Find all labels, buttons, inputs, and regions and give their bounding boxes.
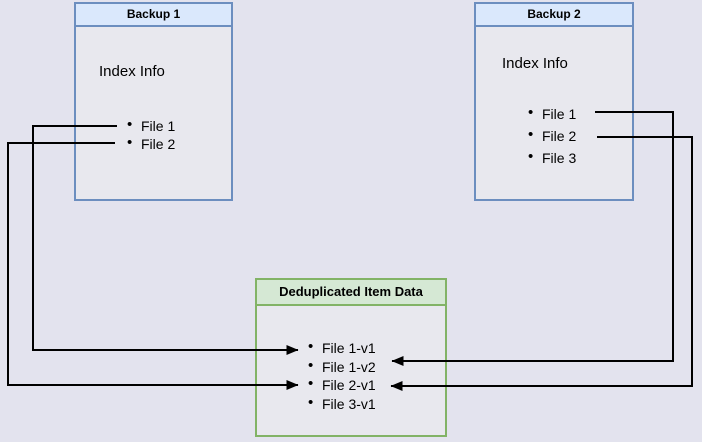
backup2-subtitle: Index Info	[502, 55, 568, 72]
backup1-file-list: File 1 File 2	[127, 116, 175, 153]
backup1-subtitle: Index Info	[99, 63, 165, 80]
list-item: File 2-v1	[308, 375, 376, 395]
dedup-title: Deduplicated Item Data	[257, 280, 445, 306]
dedup-box: Deduplicated Item Data File 1-v1 File 1-…	[255, 278, 447, 437]
list-item: File 3-v1	[308, 394, 376, 414]
list-item: File 3	[528, 146, 576, 169]
list-item: File 2	[127, 134, 175, 153]
dedup-item-list: File 1-v1 File 1-v2 File 2-v1 File 3-v1	[308, 338, 376, 414]
backup2-file-list: File 1 File 2 File 3	[528, 102, 576, 169]
list-item: File 1-v2	[308, 357, 376, 377]
list-item: File 1-v1	[308, 338, 376, 358]
list-item: File 1	[127, 116, 175, 135]
backup2-box: Backup 2 Index Info File 1 File 2 File 3	[474, 2, 634, 201]
backup1-title: Backup 1	[76, 4, 231, 27]
backup1-box: Backup 1 Index Info File 1 File 2	[74, 2, 233, 201]
list-item: File 1	[528, 102, 576, 125]
list-item: File 2	[528, 124, 576, 147]
backup2-title: Backup 2	[476, 4, 632, 27]
